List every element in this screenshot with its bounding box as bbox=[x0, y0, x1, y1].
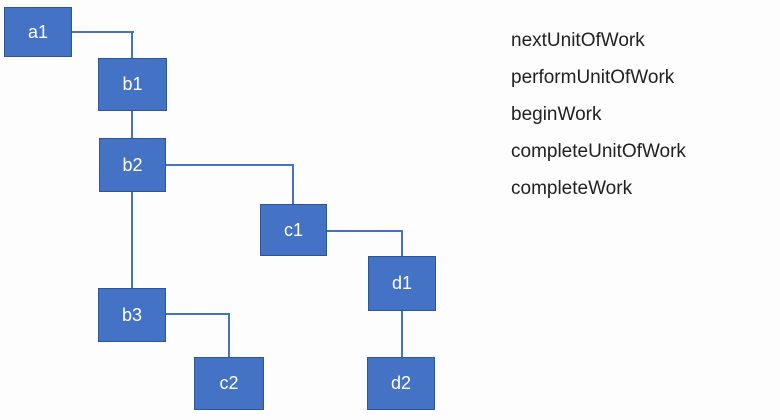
tree-node-c2: c2 bbox=[194, 357, 264, 410]
connector-b3-c2-vertical bbox=[228, 313, 230, 357]
node-label-d2: d2 bbox=[390, 373, 412, 393]
function-list-item-nextUnitOfWork: nextUnitOfWork bbox=[511, 30, 645, 51]
tree-node-b2: b2 bbox=[99, 138, 166, 192]
connector-b2-b3-vertical bbox=[131, 192, 133, 288]
node-label-a1: a1 bbox=[27, 21, 49, 42]
function-list-item-performUnitOfWork: performUnitOfWork bbox=[511, 67, 675, 88]
node-label-c2: c2 bbox=[219, 373, 239, 393]
connector-b1-b2-vertical bbox=[131, 111, 133, 138]
function-list: nextUnitOfWork performUnitOfWork beginWo… bbox=[511, 22, 686, 207]
tree-node-d1: d1 bbox=[368, 256, 436, 311]
connector-c1-d1-horizontal bbox=[327, 230, 403, 232]
function-list-item-beginWork: beginWork bbox=[511, 104, 602, 125]
connector-b2-c1-horizontal bbox=[166, 164, 294, 166]
tree-node-b3: b3 bbox=[98, 288, 166, 342]
node-label-b1: b1 bbox=[122, 74, 143, 94]
connector-d1-d2-vertical bbox=[401, 311, 403, 357]
function-list-item-completeUnitOfWork: completeUnitOfWork bbox=[511, 141, 686, 162]
connector-c1-d1-vertical bbox=[401, 230, 403, 256]
tree-node-d2: d2 bbox=[367, 357, 435, 410]
function-list-item-completeWork: completeWork bbox=[511, 178, 633, 199]
connector-a1-b1-horizontal bbox=[72, 31, 134, 33]
tree-node-c1: c1 bbox=[260, 204, 327, 256]
node-label-c1: c1 bbox=[283, 219, 303, 240]
node-label-b2: b2 bbox=[122, 154, 143, 175]
connector-a1-b1-vertical bbox=[131, 31, 133, 58]
node-label-d1: d1 bbox=[391, 273, 413, 293]
connector-b2-c1-vertical bbox=[292, 164, 294, 204]
node-label-b3: b3 bbox=[121, 304, 143, 325]
tree-node-a1: a1 bbox=[4, 7, 72, 57]
connector-b3-c2-horizontal bbox=[166, 313, 230, 315]
tree-node-b1: b1 bbox=[98, 58, 167, 111]
